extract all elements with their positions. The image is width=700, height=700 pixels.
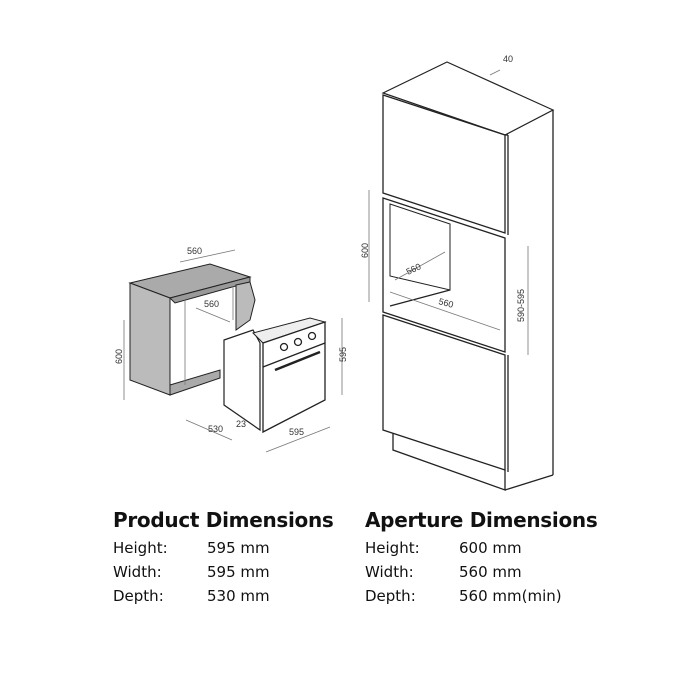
oven-drawing [223, 317, 327, 434]
row-sep: : [414, 539, 420, 557]
row-sep: : [156, 563, 162, 581]
aperture-row-height: Height: 600 mm [365, 536, 597, 560]
row-value: 595 mm [207, 539, 270, 557]
row-value: 530 mm [207, 587, 270, 605]
row-value: 600 mm [459, 539, 522, 557]
oven-fit-height-label: 590-595 [516, 289, 526, 322]
built-in-cabinet-drawing [128, 263, 256, 396]
oven-door-depth-label: 23 [236, 419, 246, 429]
aperture-row-depth: Depth: 560 mm(min) [365, 584, 597, 608]
oven-depth-label: 530 [208, 424, 223, 434]
row-sep: : [158, 587, 164, 605]
product-row-height: Height: 595 mm [113, 536, 334, 560]
aperture-row-width: Width: 560 mm [365, 560, 597, 584]
row-sep: : [162, 539, 168, 557]
aperture-dimensions: Aperture Dimensions Height: 600 mm Width:… [365, 508, 598, 608]
row-label: Width [113, 563, 157, 581]
row-label: Depth [365, 587, 411, 605]
row-label: Height [113, 539, 163, 557]
row-label: Height [365, 539, 415, 557]
row-sep: : [410, 587, 416, 605]
product-dimensions-title: Product Dimensions [113, 508, 334, 532]
product-row-width: Width: 595 mm [113, 560, 334, 584]
row-value: 560 mm(min) [459, 587, 562, 605]
aperture-height-label: 600 [360, 243, 370, 258]
cabinet-height-label: 600 [114, 349, 124, 364]
row-label: Depth [113, 587, 159, 605]
aperture-dimensions-title: Aperture Dimensions [365, 508, 598, 532]
cabinet-depth-label: 560 [204, 299, 219, 309]
row-sep: : [408, 563, 414, 581]
oven-width-label: 595 [289, 427, 304, 437]
gap-label: 40 [503, 54, 513, 64]
aperture-width-label: 560 [437, 296, 454, 310]
row-value: 595 mm [207, 563, 270, 581]
row-label: Width [365, 563, 409, 581]
product-row-depth: Depth: 530 mm [113, 584, 334, 608]
oven-height-label: 595 [338, 347, 348, 362]
row-value: 560 mm [459, 563, 522, 581]
cabinet-width-label: 560 [187, 246, 202, 256]
tall-cabinet-drawing [381, 61, 555, 491]
product-dimensions: Product Dimensions Height: 595 mm Width: 5… [113, 508, 334, 608]
dimension-lines-left [123, 249, 343, 453]
dimension-lines-right [368, 69, 529, 355]
